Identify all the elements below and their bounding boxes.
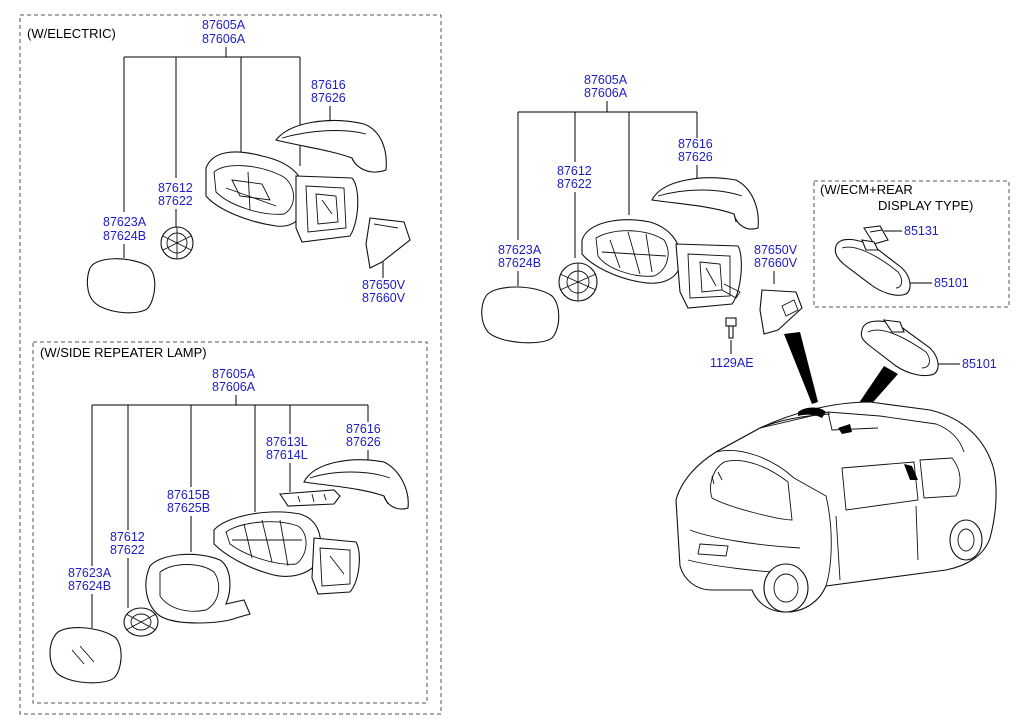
repeater-actuator-label-b[interactable]: 87622 (110, 543, 145, 557)
repeater-box (32, 341, 428, 704)
main-assy-label-a[interactable]: 87605A (584, 73, 628, 87)
main-garnish-label-a[interactable]: 87650V (754, 243, 798, 257)
main-inside-mirror-label[interactable]: 85101 (962, 357, 997, 371)
repeater-lamp (279, 489, 341, 507)
main-garnish-label-b[interactable]: 87660V (754, 256, 798, 270)
electric-garnish (365, 217, 411, 269)
electric-glass-label-b[interactable]: 87624B (103, 229, 146, 243)
ecm-cover-label[interactable]: 85131 (904, 224, 939, 238)
repeater-lamp-label-b[interactable]: 87614L (266, 448, 308, 462)
repeater-lamp-label-a[interactable]: 87613L (266, 435, 308, 449)
electric-mirror-glass (86, 258, 156, 314)
main-cover-label-b[interactable]: 87626 (678, 150, 713, 164)
section-ecm-title-line1: (W/ECM+REAR (820, 182, 913, 197)
main-assy-label-b[interactable]: 87606A (584, 86, 628, 100)
electric-mirror-cover (275, 119, 387, 173)
main-mirror-housing (581, 219, 682, 284)
car-illustration (675, 401, 997, 613)
repeater-assy-label-b[interactable]: 87606A (212, 380, 256, 394)
main-mirror-cover (651, 177, 759, 230)
electric-garnish-label-a[interactable]: 87650V (362, 278, 406, 292)
section-electric-title: (W/ELECTRIC) (27, 26, 116, 41)
main-garnish (759, 289, 803, 335)
section-repeater-title: (W/SIDE REPEATER LAMP) (40, 345, 207, 360)
repeater-assy-label-a[interactable]: 87605A (212, 367, 256, 381)
main-glass-label-b[interactable]: 87624B (498, 256, 541, 270)
ecm-inside-mirror (834, 238, 911, 296)
repeater-housing-label-a[interactable]: 87615B (167, 488, 210, 502)
section-ecm-title-line2: DISPLAY TYPE) (878, 198, 973, 213)
main-glass-label-a[interactable]: 87623A (498, 243, 542, 257)
electric-garnish-label-b[interactable]: 87660V (362, 291, 406, 305)
pointer-garnish (784, 332, 818, 404)
repeater-housing-label-b[interactable]: 87625B (167, 501, 210, 515)
electric-actuator (160, 226, 194, 260)
main-mirror-glass (481, 286, 560, 344)
section-repeater: (W/SIDE REPEATER LAMP) 87605A 87606A 876… (32, 341, 428, 704)
main-bolt-label[interactable]: 1129AE (710, 356, 754, 370)
repeater-glass-label-a[interactable]: 87623A (68, 566, 112, 580)
electric-mirror-housing (205, 151, 307, 227)
repeater-cover-label-b[interactable]: 87626 (346, 435, 381, 449)
main-actuator-label-b[interactable]: 87622 (557, 177, 592, 191)
repeater-actuator-label-a[interactable]: 87612 (110, 530, 145, 544)
ecm-mirror-label[interactable]: 85101 (934, 276, 969, 290)
main-mirror-base (675, 243, 742, 309)
main-actuator (558, 262, 598, 302)
main-actuator-label-a[interactable]: 87612 (557, 164, 592, 178)
main-cover-label-a[interactable]: 87616 (678, 137, 713, 151)
repeater-mirror-base (311, 537, 360, 595)
repeater-cover-label-a[interactable]: 87616 (346, 422, 381, 436)
ecm-mirror-cover (863, 225, 889, 245)
electric-cover-label-a[interactable]: 87616 (311, 78, 346, 92)
main-inside-mirror (860, 319, 939, 377)
electric-assy-label-b[interactable]: 87606A (202, 32, 246, 46)
repeater-glass-label-b[interactable]: 87624B (68, 579, 111, 593)
repeater-mirror-glass (49, 627, 122, 684)
main-bolt (725, 317, 737, 339)
electric-actuator-label-b[interactable]: 87622 (158, 194, 193, 208)
repeater-housing (145, 553, 251, 624)
section-ecm: (W/ECM+REAR DISPLAY TYPE) 85131 85101 (813, 180, 1010, 308)
electric-actuator-label-a[interactable]: 87612 (158, 181, 193, 195)
electric-box (19, 14, 442, 715)
repeater-mirror-cover (303, 459, 409, 510)
section-electric: (W/ELECTRIC) 87605A 87606A 87616 87626 8… (19, 14, 442, 715)
electric-cover-label-b[interactable]: 87626 (311, 91, 346, 105)
electric-mirror-base (295, 175, 359, 243)
repeater-actuator (123, 607, 159, 637)
section-main: 87605A 87606A 87616 87626 87612 87622 87… (481, 73, 997, 613)
electric-assy-label-a[interactable]: 87605A (202, 18, 246, 32)
electric-glass-label-a[interactable]: 87623A (103, 215, 147, 229)
